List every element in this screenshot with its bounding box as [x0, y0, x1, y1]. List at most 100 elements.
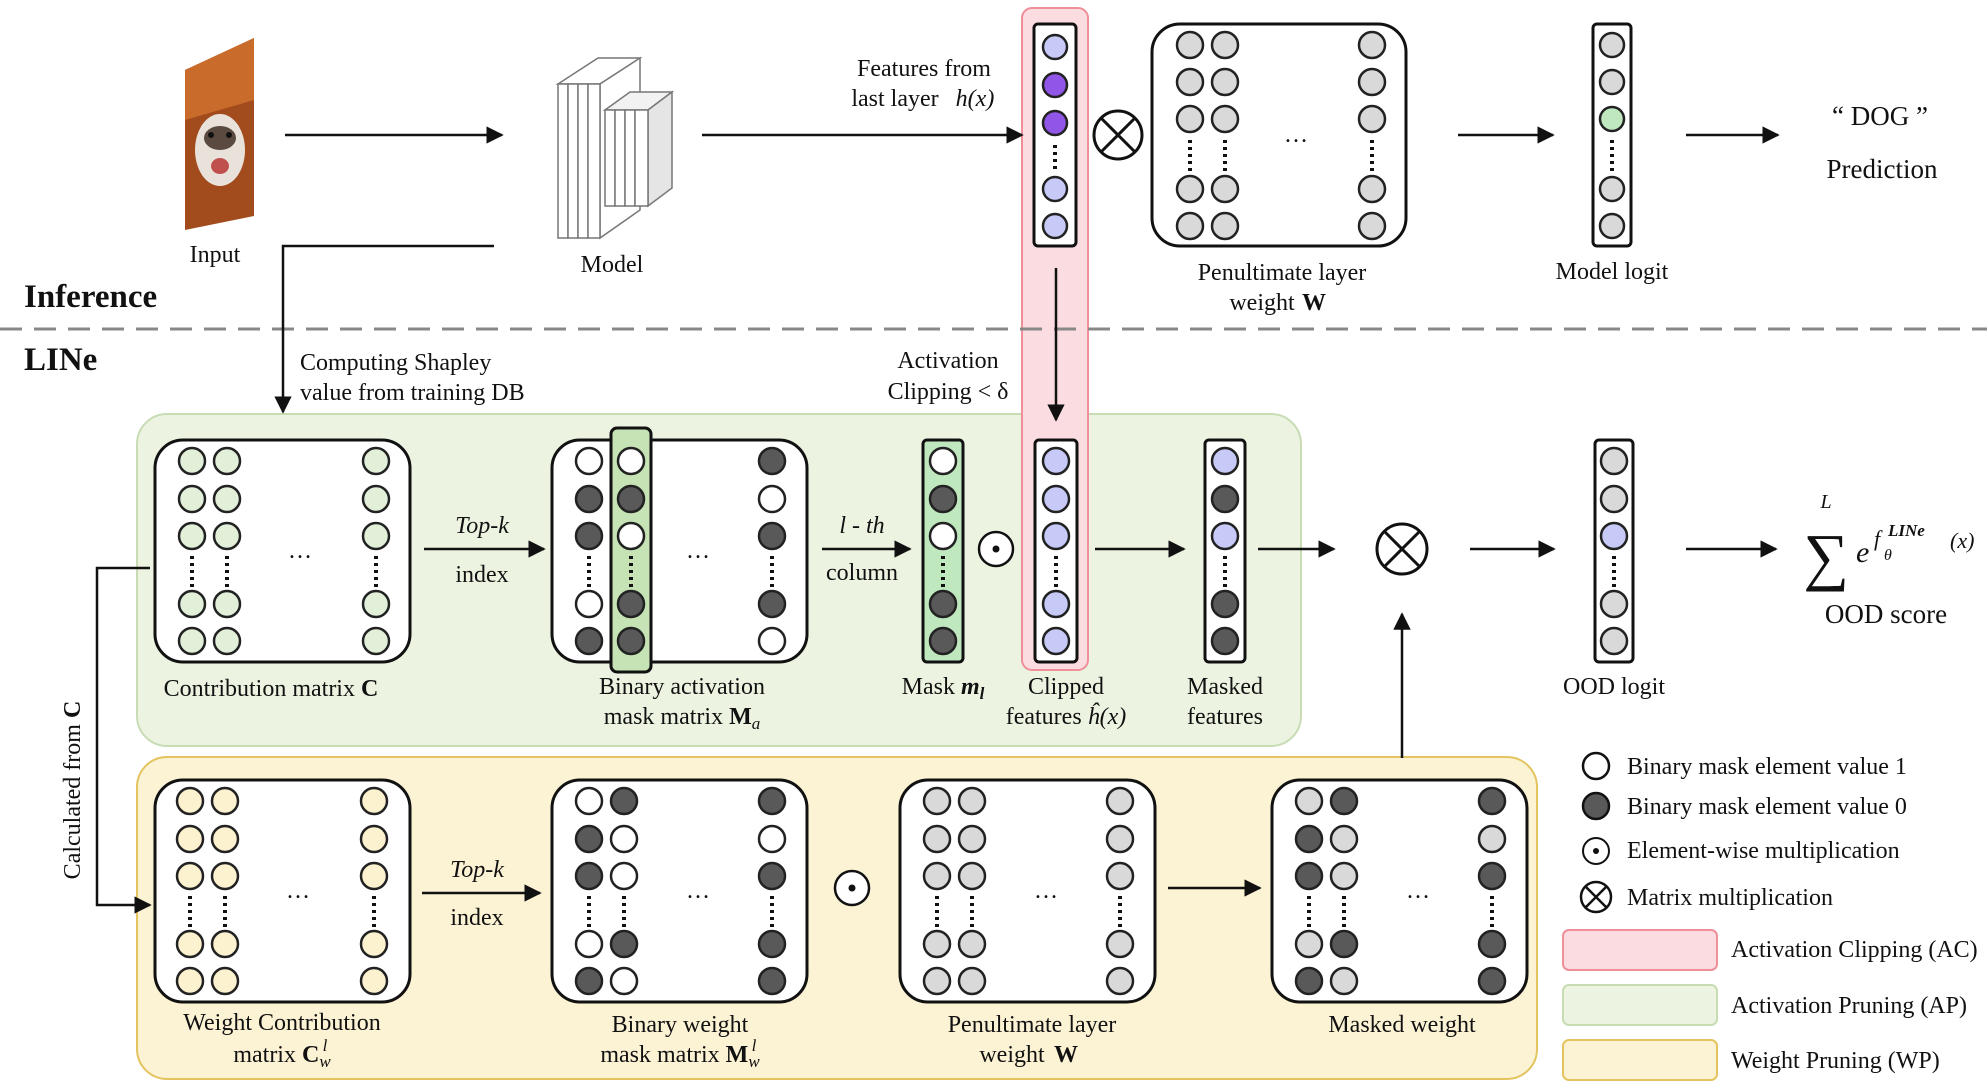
node: [930, 628, 956, 654]
model-label: Model: [581, 252, 644, 278]
clipped-caption-line1: Clipped: [1028, 674, 1104, 700]
node: [759, 523, 785, 549]
weight-contribution-caption-line1: Weight Contribution: [183, 1010, 380, 1036]
node: [1600, 33, 1624, 57]
node: [1177, 106, 1203, 132]
node: [618, 448, 644, 474]
node: [1601, 486, 1627, 512]
node: [363, 523, 389, 549]
features-caption-line2: last layer: [851, 86, 938, 112]
node: [924, 863, 950, 889]
otimes-icon: [1094, 111, 1142, 159]
ood-logit-vector: [1595, 440, 1633, 662]
binary-weight-caption-line1: Binary weight: [612, 1012, 749, 1038]
node: [759, 448, 785, 474]
node: [1479, 968, 1505, 994]
lth-caption: l - th: [839, 513, 884, 539]
legend-dark-node-icon: [1583, 793, 1609, 819]
node: [212, 863, 238, 889]
prediction-label: Prediction: [1827, 154, 1938, 184]
node: [759, 591, 785, 617]
node: [576, 788, 602, 814]
node: [363, 628, 389, 654]
penultimate2-caption-line1: Penultimate layer: [948, 1012, 1117, 1038]
svg-text:∑: ∑: [1803, 521, 1849, 592]
node: [759, 968, 785, 994]
otimes-icon: [1377, 524, 1427, 574]
svg-text:(x): (x): [1950, 528, 1974, 553]
odot-icon: [979, 532, 1013, 566]
node: [618, 628, 644, 654]
node: [1212, 591, 1238, 617]
feature-vector-hx: [1034, 24, 1076, 246]
node: [1296, 863, 1322, 889]
weight-contribution-caption-line2: matrixCwl: [233, 1036, 331, 1071]
node: [1107, 788, 1133, 814]
masked-weight-caption: Masked weight: [1328, 1012, 1476, 1038]
node: [361, 826, 387, 852]
node: [177, 931, 203, 957]
node: [179, 628, 205, 654]
node: [1296, 968, 1322, 994]
model-logit-vector: [1593, 24, 1631, 246]
node: [1212, 176, 1238, 202]
node: [361, 968, 387, 994]
node: [576, 523, 602, 549]
node: [363, 448, 389, 474]
legend-ap-swatch: [1563, 985, 1717, 1025]
node: [363, 591, 389, 617]
matrix-ellipsis: …: [1406, 878, 1430, 904]
node: [1601, 448, 1627, 474]
node: [214, 486, 240, 512]
node: [212, 931, 238, 957]
node: [1043, 486, 1069, 512]
node: [361, 863, 387, 889]
node: [1359, 213, 1385, 239]
penultimate-caption-line2: weight: [1229, 290, 1295, 316]
clipping-caption-line2: Clipping < δ: [888, 379, 1009, 405]
node: [576, 863, 602, 889]
matrix-ellipsis: …: [1284, 122, 1308, 148]
binary-activation-caption-line1: Binary activation: [599, 674, 765, 700]
node: [177, 788, 203, 814]
node: [1479, 931, 1505, 957]
odot-icon: [835, 871, 869, 905]
binary-weight-caption-line2: mask matrixMwl: [600, 1036, 760, 1071]
node: [177, 863, 203, 889]
node: [930, 523, 956, 549]
legend-value1: Binary mask element value 1: [1627, 754, 1907, 780]
node: [1107, 968, 1133, 994]
legend: Binary mask element value 1 Binary mask …: [1563, 753, 1978, 1080]
legend-wp: Weight Pruning (WP): [1731, 1048, 1940, 1074]
line-section-title: LINe: [24, 342, 97, 378]
node: [363, 486, 389, 512]
matrix-ellipsis: …: [1034, 878, 1058, 904]
svg-text:e: e: [1856, 536, 1869, 569]
model-logit-label: Model logit: [1556, 259, 1669, 285]
node: [1212, 213, 1238, 239]
legend-otimes-icon: [1581, 882, 1611, 912]
node: [1107, 931, 1133, 957]
node: [924, 826, 950, 852]
node: [618, 591, 644, 617]
node: [361, 931, 387, 957]
legend-value0: Binary mask element value 0: [1627, 794, 1907, 820]
node: [214, 523, 240, 549]
node: [576, 591, 602, 617]
node: [759, 486, 785, 512]
penultimate-caption-bold: W: [1302, 290, 1326, 316]
mask-vector-ml: [923, 440, 963, 662]
index-caption-wp: index: [450, 905, 503, 931]
masked-features-caption-line2: features: [1187, 704, 1263, 730]
node: [1601, 523, 1627, 549]
svg-text:LINe: LINe: [1887, 521, 1925, 540]
node: [179, 486, 205, 512]
clipped-features-vector: [1035, 440, 1077, 662]
node: [1043, 111, 1067, 135]
node: [1107, 826, 1133, 852]
node: [576, 628, 602, 654]
node: [1043, 523, 1069, 549]
